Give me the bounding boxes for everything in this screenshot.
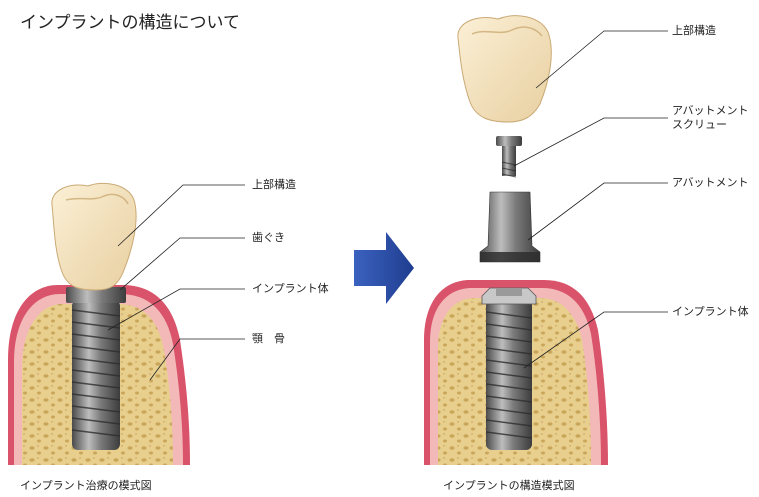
right-label-abutment-screw-line2: スクリュー [672,118,727,131]
transition-arrow [354,232,414,304]
left-label-crown: 上部構造 [252,178,296,191]
right-caption: インプラントの構造模式図 [443,479,575,492]
right-implant [481,287,537,450]
left-leader-lines [107,184,245,381]
right-label-abutment: アバットメント [672,176,749,189]
left-implant [66,287,126,450]
right-leader-lines [513,30,668,369]
left-label-jawbone: 顎 骨 [252,332,285,345]
page-title: インプラントの構造について [20,13,240,33]
left-crown [51,182,137,291]
left-caption: インプラント治療の模式図 [20,479,152,492]
right-abutment [479,191,541,263]
right-abutment-screw [496,136,522,178]
right-crown [457,15,552,123]
right-label-abutment-screw-line1: アバットメント [672,104,749,117]
left-label-gum: 歯ぐき [252,231,285,244]
right-label-crown: 上部構造 [672,24,716,37]
left-label-implant-body: インプラント体 [252,282,329,295]
right-label-implant-body: インプラント体 [672,305,749,318]
